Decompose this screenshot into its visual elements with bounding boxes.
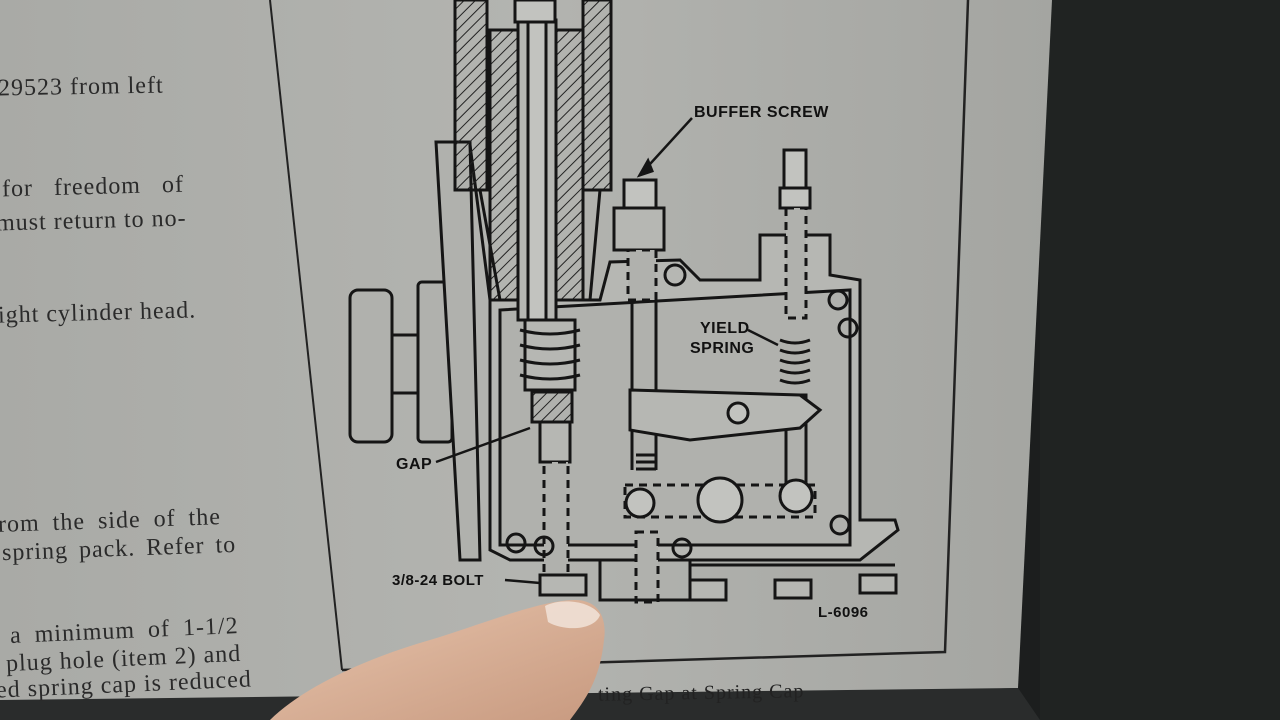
left-text-line: for freedom of	[1, 171, 185, 203]
yield-spring-label: SPRING	[690, 340, 755, 357]
left-text-line: ight cylinder head.	[0, 297, 197, 329]
pointing-finger	[270, 600, 605, 720]
left-text-line: must return to no-	[0, 205, 187, 237]
yield-spring-label: YIELD	[700, 320, 750, 337]
injector-diagram	[348, 0, 900, 604]
left-text-line: 29523 from left	[0, 72, 164, 102]
buffer-screw-label: BUFFER SCREW	[694, 104, 829, 121]
figure-number: L-6096	[818, 604, 869, 621]
gap-label: GAP	[396, 456, 433, 473]
figure-caption: ting Gap at Spring Cap	[597, 680, 805, 706]
bolt-label: 3/8-24 BOLT	[392, 572, 484, 589]
